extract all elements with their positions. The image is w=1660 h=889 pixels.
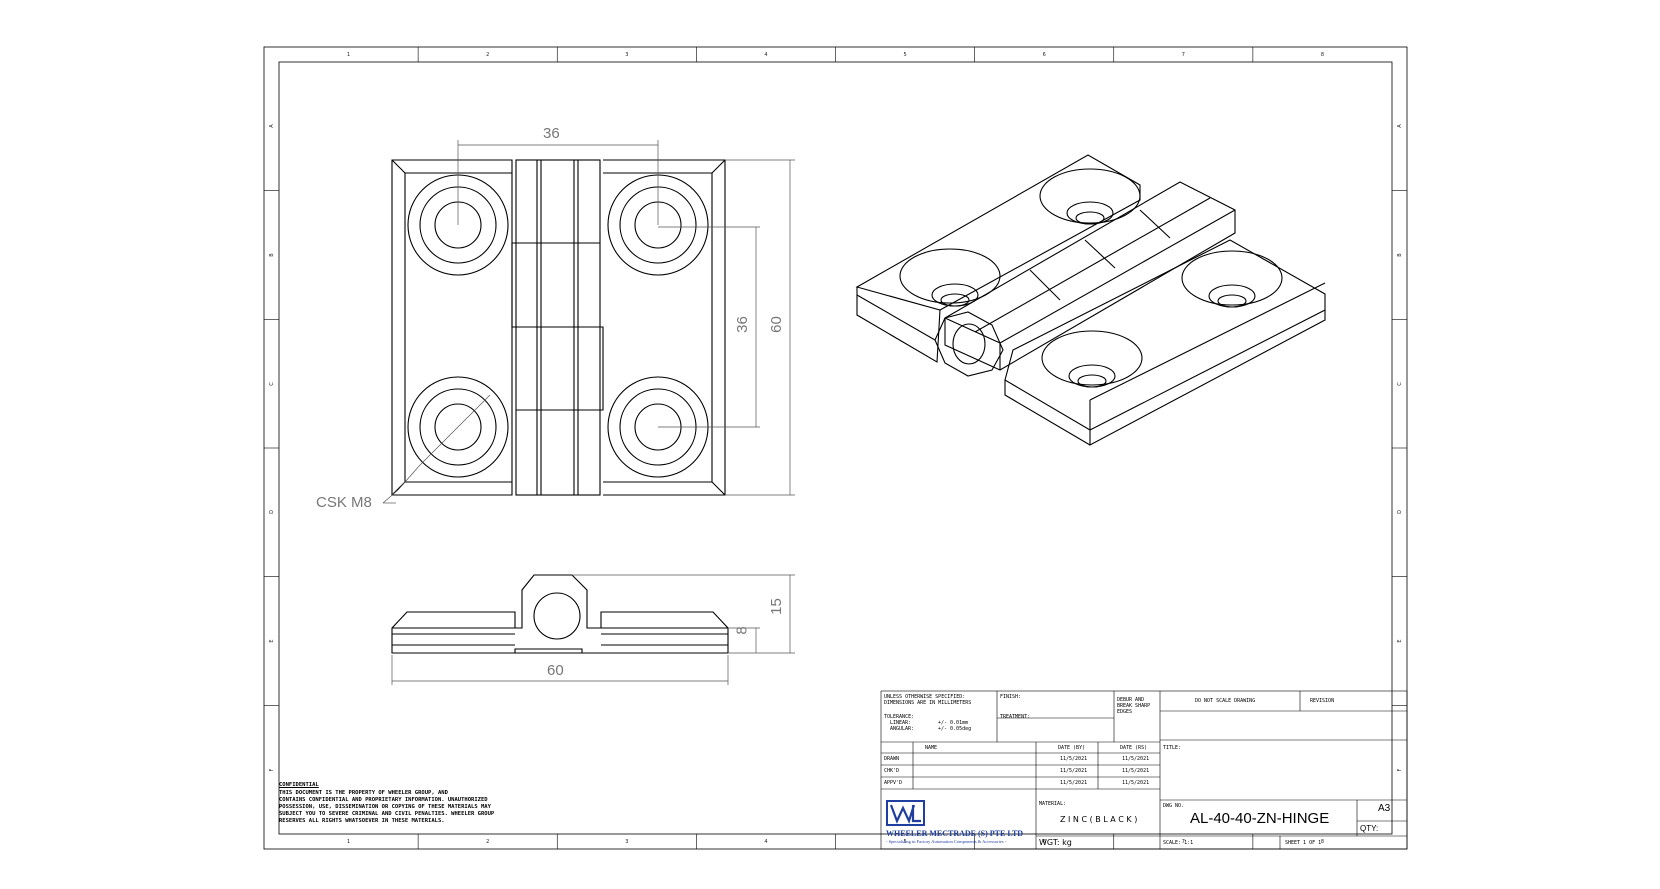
dim-leaf-thickness: 8 xyxy=(733,626,751,635)
confidential-line-5: RESERVES ALL RIGHTS WHATSOEVER IN THESE … xyxy=(279,818,445,824)
zone-row-D-right: D xyxy=(1396,510,1403,515)
dim-side-width: 60 xyxy=(547,662,564,679)
tb-deburr-1: DEBUR AND xyxy=(1117,697,1145,703)
zone-column-5-top: 5 xyxy=(903,51,907,58)
zone-column-6-top: 6 xyxy=(1042,51,1046,58)
tb-tolerance: TOLERANCE: xyxy=(884,714,915,720)
zone-column-2-top: 2 xyxy=(486,51,490,58)
zone-column-5-bottom: 5 xyxy=(903,838,907,845)
tb-row-drawn-date-rs: 11/5/2021 xyxy=(1122,756,1150,762)
tb-dwg-no-label: DWG NO. xyxy=(1163,803,1185,809)
zone-column-4-bottom: 4 xyxy=(764,838,768,845)
zone-row-A-left: A xyxy=(268,124,275,129)
tb-deburr-2: BREAK SHARP xyxy=(1117,703,1151,709)
tb-linear-value: +/- 0.01mm xyxy=(938,720,969,726)
tb-scale: SCALE: 1:1 xyxy=(1163,840,1194,846)
tb-row-chkd-date-rs: 11/5/2021 xyxy=(1122,768,1150,774)
tb-row-drawn-date-by: 11/5/2021 xyxy=(1060,756,1088,762)
zone-row-C-left: C xyxy=(268,381,275,386)
tb-linear-label: LINEAR: xyxy=(890,720,912,726)
zone-row-A-right: A xyxy=(1396,124,1403,129)
tb-treatment: TREATMENT: xyxy=(1000,714,1031,720)
tb-row-drawn: DRAWN xyxy=(884,756,900,762)
isometric-view xyxy=(855,154,1326,446)
tb-sheet: SHEET 1 OF 1 xyxy=(1285,840,1322,846)
tb-dwg-no-value: AL-40-40-ZN-HINGE xyxy=(1190,810,1330,827)
dim-side-height: 15 xyxy=(767,598,785,615)
confidential-line-3: POSSESSION, USE, DISSEMINATION OR COPYIN… xyxy=(279,804,491,810)
tb-row-appvd-date-by: 11/5/2021 xyxy=(1060,780,1088,786)
tb-row-chkd-date-by: 11/5/2021 xyxy=(1060,768,1088,774)
zone-column-8-bottom: 8 xyxy=(1320,838,1325,845)
tb-revision: REVISION xyxy=(1310,698,1335,704)
dim-countersink: CSK M8 xyxy=(316,494,372,511)
zone-column-3-bottom: 3 xyxy=(625,838,629,845)
zone-column-1-bottom: 1 xyxy=(346,838,351,845)
tb-sheet-size: A3 xyxy=(1378,803,1391,814)
tb-row-appvd: APPV'D xyxy=(884,780,903,786)
confidential-line-4: SUBJECT YOU TO SEVERE CRIMINAL AND CIVIL… xyxy=(279,811,495,817)
company-tagline: - Specializing in Factory Automation Com… xyxy=(886,839,1007,844)
zone-column-7-top: 7 xyxy=(1181,51,1185,58)
zone-column-7-bottom: 7 xyxy=(1181,838,1185,845)
tb-row-appvd-date-rs: 11/5/2021 xyxy=(1122,780,1150,786)
zone-row-C-right: C xyxy=(1396,381,1403,386)
side-view xyxy=(391,574,729,654)
zone-row-E-right: E xyxy=(1396,639,1403,643)
tb-weight: WGT: kg xyxy=(1039,838,1072,847)
tb-deburr-3: EDGES xyxy=(1117,709,1133,715)
tb-unless-1: UNLESS OTHERWISE SPECIFIED: xyxy=(884,694,966,700)
zone-column-1-top: 1 xyxy=(346,51,351,58)
confidential-line-1: THIS DOCUMENT IS THE PROPERTY OF WHEELER… xyxy=(279,790,448,796)
tb-material-label: MATERIAL: xyxy=(1039,801,1067,807)
company-name: WHEELER MECTRADE (S) PTE LTD xyxy=(886,829,1024,838)
dim-overall-height: 60 xyxy=(767,316,785,333)
zone-row-E-left: E xyxy=(268,639,275,643)
zone-column-6-bottom: 6 xyxy=(1042,838,1046,845)
dim-hole-spacing-horizontal: 36 xyxy=(543,125,560,142)
tb-row-chkd: CHK'D xyxy=(884,768,900,774)
tb-angular-value: +/- 0.05deg xyxy=(938,726,972,732)
zone-column-4-top: 4 xyxy=(764,51,768,58)
tb-date-by-header: DATE (BY) xyxy=(1058,745,1086,751)
confidential-line-2: CONTAINS CONFIDENTIAL AND PROPRIETARY IN… xyxy=(279,797,488,803)
tb-finish: FINISH: xyxy=(1000,694,1022,700)
tb-unless-2: DIMENSIONS ARE IN MILLIMETERS xyxy=(884,700,972,706)
tb-title-label: TITLE: xyxy=(1163,745,1182,751)
tb-qty: QTY: xyxy=(1360,824,1379,833)
tb-name-header: NAME xyxy=(925,745,938,751)
confidential-heading: CONFIDENTIAL xyxy=(279,782,319,788)
front-dimensions xyxy=(382,140,795,504)
dim-hole-spacing-vertical: 36 xyxy=(733,316,751,333)
zone-row-F-right: F xyxy=(1396,768,1403,772)
zone-row-B-left: B xyxy=(268,253,275,257)
company-logo xyxy=(886,800,925,826)
zone-column-3-top: 3 xyxy=(625,51,629,58)
tb-do-not-scale: DO NOT SCALE DRAWING xyxy=(1195,698,1256,704)
title-block-grid xyxy=(880,690,1408,850)
side-dimensions xyxy=(391,574,795,685)
zone-row-D-left: D xyxy=(268,510,275,515)
zone-column-2-bottom: 2 xyxy=(486,838,490,845)
zone-column-8-top: 8 xyxy=(1320,51,1325,58)
tb-angular-label: ANGULAR: xyxy=(890,726,915,732)
front-view xyxy=(391,159,726,496)
tb-material-value: Z I N C ( B L A C K ) xyxy=(1060,815,1138,824)
zone-row-F-left: F xyxy=(268,768,275,772)
zone-row-B-right: B xyxy=(1396,253,1403,257)
tb-date-rs-header: DATE (RS) xyxy=(1120,745,1148,751)
